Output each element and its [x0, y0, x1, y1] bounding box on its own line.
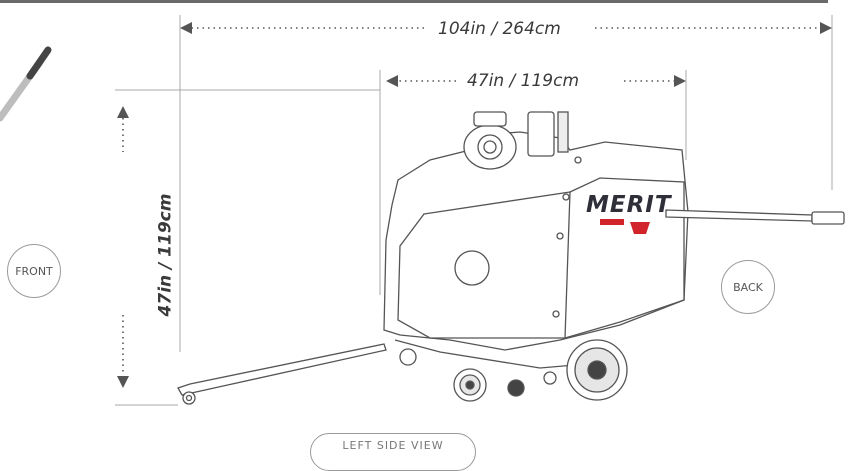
back-label: BACK [721, 260, 775, 314]
extension-lines [115, 15, 833, 406]
blade-shaft-cover [454, 250, 490, 286]
overall-length-dimension [180, 22, 832, 34]
top-divider-bar [0, 0, 828, 3]
body-length-dimension [386, 75, 686, 87]
front-label: FRONT [7, 244, 61, 298]
height-dimension [117, 106, 129, 388]
arrowhead-right-icon [820, 22, 832, 34]
detached-handle-graphic [0, 46, 52, 122]
brand-badge-icon [600, 219, 624, 225]
height-label: 47in / 119cm [155, 187, 176, 323]
brand-blade-accent-icon [630, 222, 650, 234]
view-tag: LEFT SIDE VIEW [310, 433, 476, 471]
saw-body [177, 111, 845, 405]
body-length-label: 47in / 119cm [461, 71, 586, 91]
arrowhead-left-icon [180, 22, 192, 34]
brand-logo-text: MERIT [586, 192, 672, 218]
overall-length-label: 104in / 264cm [432, 19, 567, 39]
